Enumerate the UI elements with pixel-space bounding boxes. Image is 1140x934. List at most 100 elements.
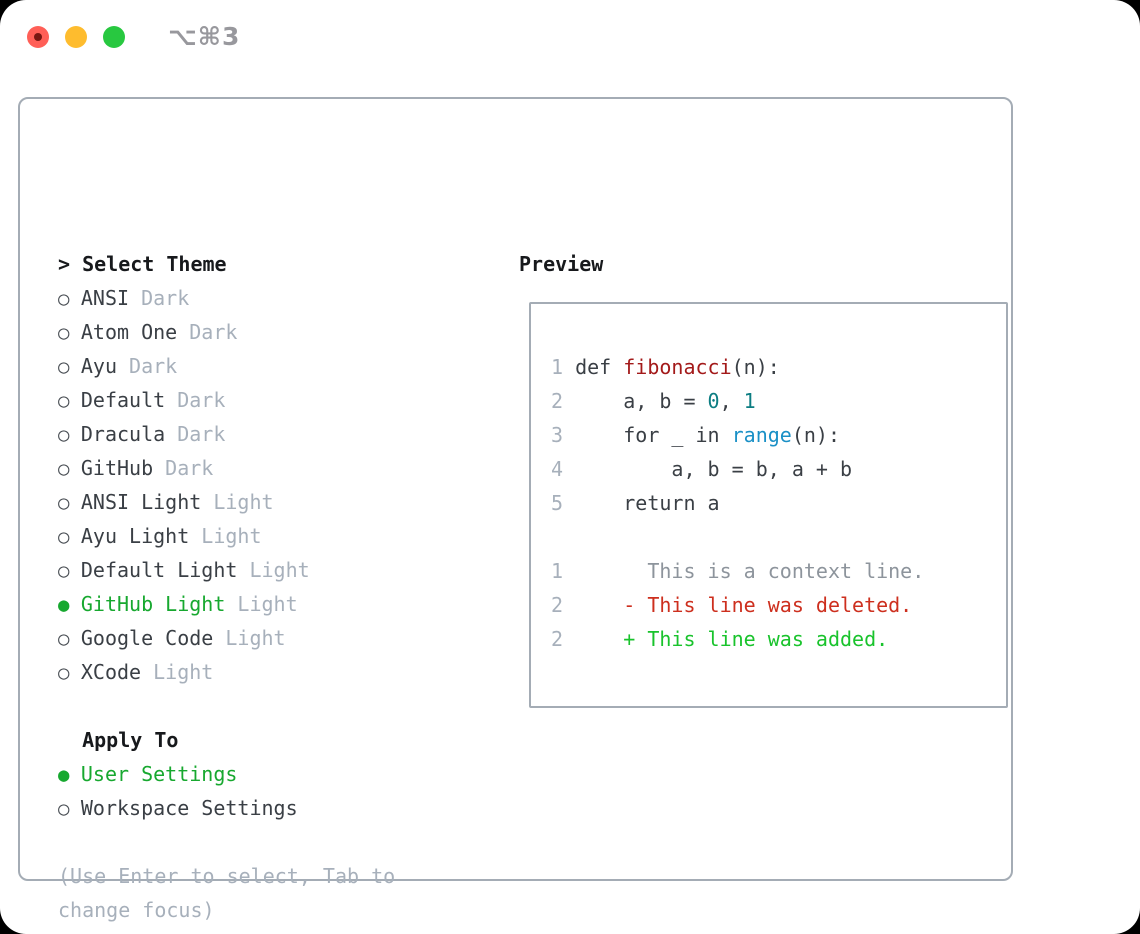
code-segment-builtin: range [731, 423, 792, 447]
code-line: 1 def fibonacci(n): [551, 350, 1000, 384]
line-number: 4 [551, 457, 564, 481]
window-controls [27, 26, 125, 48]
theme-name: Ayu [80, 354, 117, 378]
code-segment-default: a, b = [575, 389, 708, 413]
theme-option-atom-one[interactable]: ○ Atom One Dark [58, 315, 508, 349]
code-line: 1 This is a context line. [551, 554, 1000, 588]
code-segment-default: (n): [731, 355, 780, 379]
prompt-marker: > [58, 252, 71, 276]
theme-variant: Light [201, 524, 262, 548]
theme-option-github-light[interactable]: ● GitHub Light Light [58, 587, 508, 621]
theme-option-ayu[interactable]: ○Ayu Dark [58, 349, 508, 383]
theme-name: GitHub Light [80, 592, 226, 616]
code-segment-number: 0 [707, 389, 720, 413]
theme-option-google-code[interactable]: ○ Google Code Light [58, 621, 508, 655]
window-title: ⌥⌘3 [168, 22, 241, 51]
theme-variant: Light [225, 626, 286, 650]
apply-to-title: Apply To [82, 728, 179, 752]
apply-to-list: ● User Settings ○ Workspace Settings [58, 757, 508, 825]
line-number: 3 [551, 423, 564, 447]
line-number: 5 [551, 491, 564, 515]
apply-option-workspace-settings[interactable]: ○ Workspace Settings [58, 791, 508, 825]
code-segment-default: a, b = b, a + b [575, 457, 853, 481]
theme-option-default-light[interactable]: ○Default Light Light [58, 553, 508, 587]
line-number: 2 [551, 627, 564, 651]
code-line: 3 for _ in range(n): [551, 418, 1000, 452]
theme-variant: Light [213, 490, 274, 514]
theme-name: Dracula [80, 422, 166, 446]
maximize-button-icon[interactable] [103, 26, 125, 48]
hint-line-1: (Use Enter to select, Tab to [58, 864, 396, 888]
code-line: 4 a, b = b, a + b [551, 452, 1000, 486]
theme-option-ayu-light[interactable]: ○Ayu Light Light [58, 519, 508, 553]
radio-unselected-icon: ○ [58, 424, 70, 446]
code-segment-deleted: - This line was deleted. [575, 593, 913, 617]
radio-unselected-icon: ○ [58, 798, 70, 820]
code-segment-func: fibonacci [623, 355, 732, 379]
radio-unselected-icon: ○ [58, 662, 70, 684]
select-theme-title: Select Theme [82, 252, 227, 276]
theme-option-ansi-light[interactable]: ○ ANSI Light Light [58, 485, 508, 519]
apply-option-user-settings[interactable]: ● User Settings [58, 757, 508, 791]
theme-selector-column: >Select Theme ○ANSI Dark○Atom One Dark○A… [58, 247, 508, 927]
radio-unselected-icon: ○ [58, 458, 70, 480]
radio-unselected-icon: ○ [58, 560, 70, 582]
theme-variant: Dark [165, 456, 214, 480]
close-button-icon[interactable] [27, 26, 49, 48]
theme-name: GitHub [80, 456, 154, 480]
theme-option-xcode[interactable]: ○ XCode Light [58, 655, 508, 689]
theme-option-dracula[interactable]: ○ Dracula Dark [58, 417, 508, 451]
theme-name: ANSI Light [80, 490, 202, 514]
theme-option-github[interactable]: ○ GitHub Dark [58, 451, 508, 485]
apply-option-label: Workspace Settings [80, 796, 298, 820]
theme-list: ○ANSI Dark○Atom One Dark○Ayu Dark○Defaul… [58, 281, 508, 689]
theme-variant: Dark [177, 422, 226, 446]
line-number: 2 [551, 593, 564, 617]
code-segment-default: (n): [791, 423, 841, 447]
spacer-row [58, 689, 508, 723]
theme-name: Google Code [80, 626, 214, 650]
code-line [551, 520, 1000, 554]
code-line: 5 return a [551, 486, 1000, 520]
theme-variant: Dark [189, 320, 238, 344]
code-segment-default: def [575, 355, 624, 379]
code-line: 2 - This line was deleted. [551, 588, 1000, 622]
code-segment-default: return a [575, 491, 720, 515]
code-segment-number: 1 [743, 389, 756, 413]
theme-variant: Dark [129, 354, 178, 378]
spacer-row [58, 825, 508, 859]
line-number: 2 [551, 389, 564, 413]
theme-option-default[interactable]: ○Default Dark [58, 383, 508, 417]
radio-selected-icon: ● [58, 594, 70, 616]
theme-name: Default [80, 388, 166, 412]
apply-option-label: User Settings [80, 762, 238, 786]
code-segment-context: This is a context line. [575, 559, 925, 583]
minimize-button-icon[interactable] [65, 26, 87, 48]
theme-variant: Light [237, 592, 298, 616]
code-segment-default: , [719, 389, 744, 413]
theme-name: ANSI [80, 286, 130, 310]
apply-to-header: Apply To [58, 723, 508, 757]
line-number: 1 [551, 355, 564, 379]
radio-unselected-icon: ○ [58, 322, 70, 344]
preview-title: Preview [519, 252, 604, 276]
code-segment-default: for _ in [575, 423, 732, 447]
select-theme-header: > Select Theme [58, 247, 508, 281]
radio-selected-icon: ● [58, 764, 70, 786]
radio-unselected-icon: ○ [58, 628, 70, 650]
theme-variant: Light [153, 660, 214, 684]
radio-unselected-icon: ○ [58, 288, 70, 310]
code-line: 2 + This line was added. [551, 622, 1000, 656]
theme-name: XCode [80, 660, 142, 684]
theme-name: Atom One [80, 320, 178, 344]
code-segment-added: + This line was added. [575, 627, 889, 651]
theme-option-ansi[interactable]: ○ ANSI Dark [58, 281, 508, 315]
code-line: 2 a, b = 0, 1 [551, 384, 1000, 418]
radio-unselected-icon: ○ [58, 492, 70, 514]
theme-variant: Dark [141, 286, 190, 310]
close-dot-icon [34, 33, 42, 41]
radio-unselected-icon: ○ [58, 390, 70, 412]
